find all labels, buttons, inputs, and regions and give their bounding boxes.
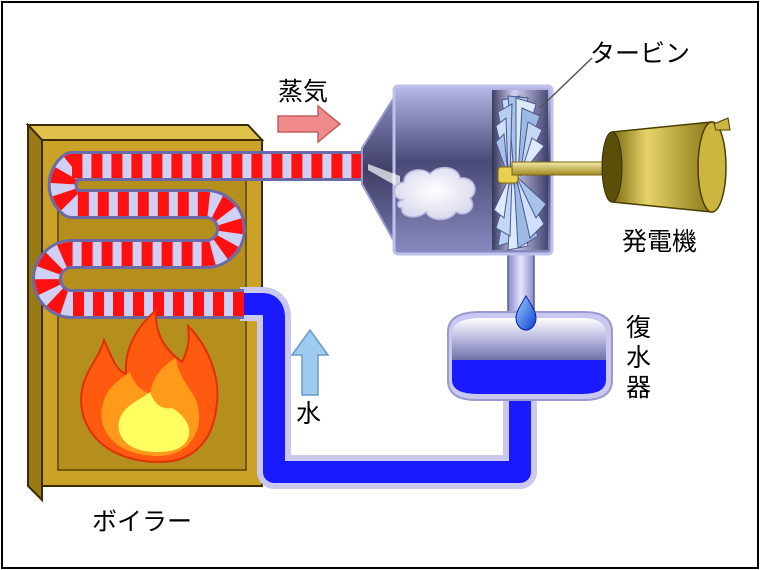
arrow-up-icon	[290, 328, 330, 396]
steam-label: 蒸気	[278, 77, 328, 106]
water-label: 水	[296, 399, 321, 428]
condenser	[447, 237, 613, 401]
droplet-icon	[515, 295, 537, 331]
steam-coil	[32, 151, 365, 319]
condenser-label-1: 復	[626, 313, 651, 342]
condenser-label-3: 器	[626, 373, 651, 402]
turbine-label: タービン	[590, 39, 690, 68]
water-pipe	[240, 287, 537, 489]
turbine-leader-line	[539, 57, 593, 109]
generator-label: 発電機	[622, 227, 697, 256]
cloud-icon	[368, 164, 476, 221]
boiler-label: ボイラー	[92, 507, 192, 536]
fire-icon	[80, 307, 219, 464]
condenser-label-2: 水	[626, 343, 651, 372]
generator	[511, 117, 731, 213]
arrow-right-icon	[277, 104, 342, 144]
turbine-blades	[493, 95, 547, 251]
